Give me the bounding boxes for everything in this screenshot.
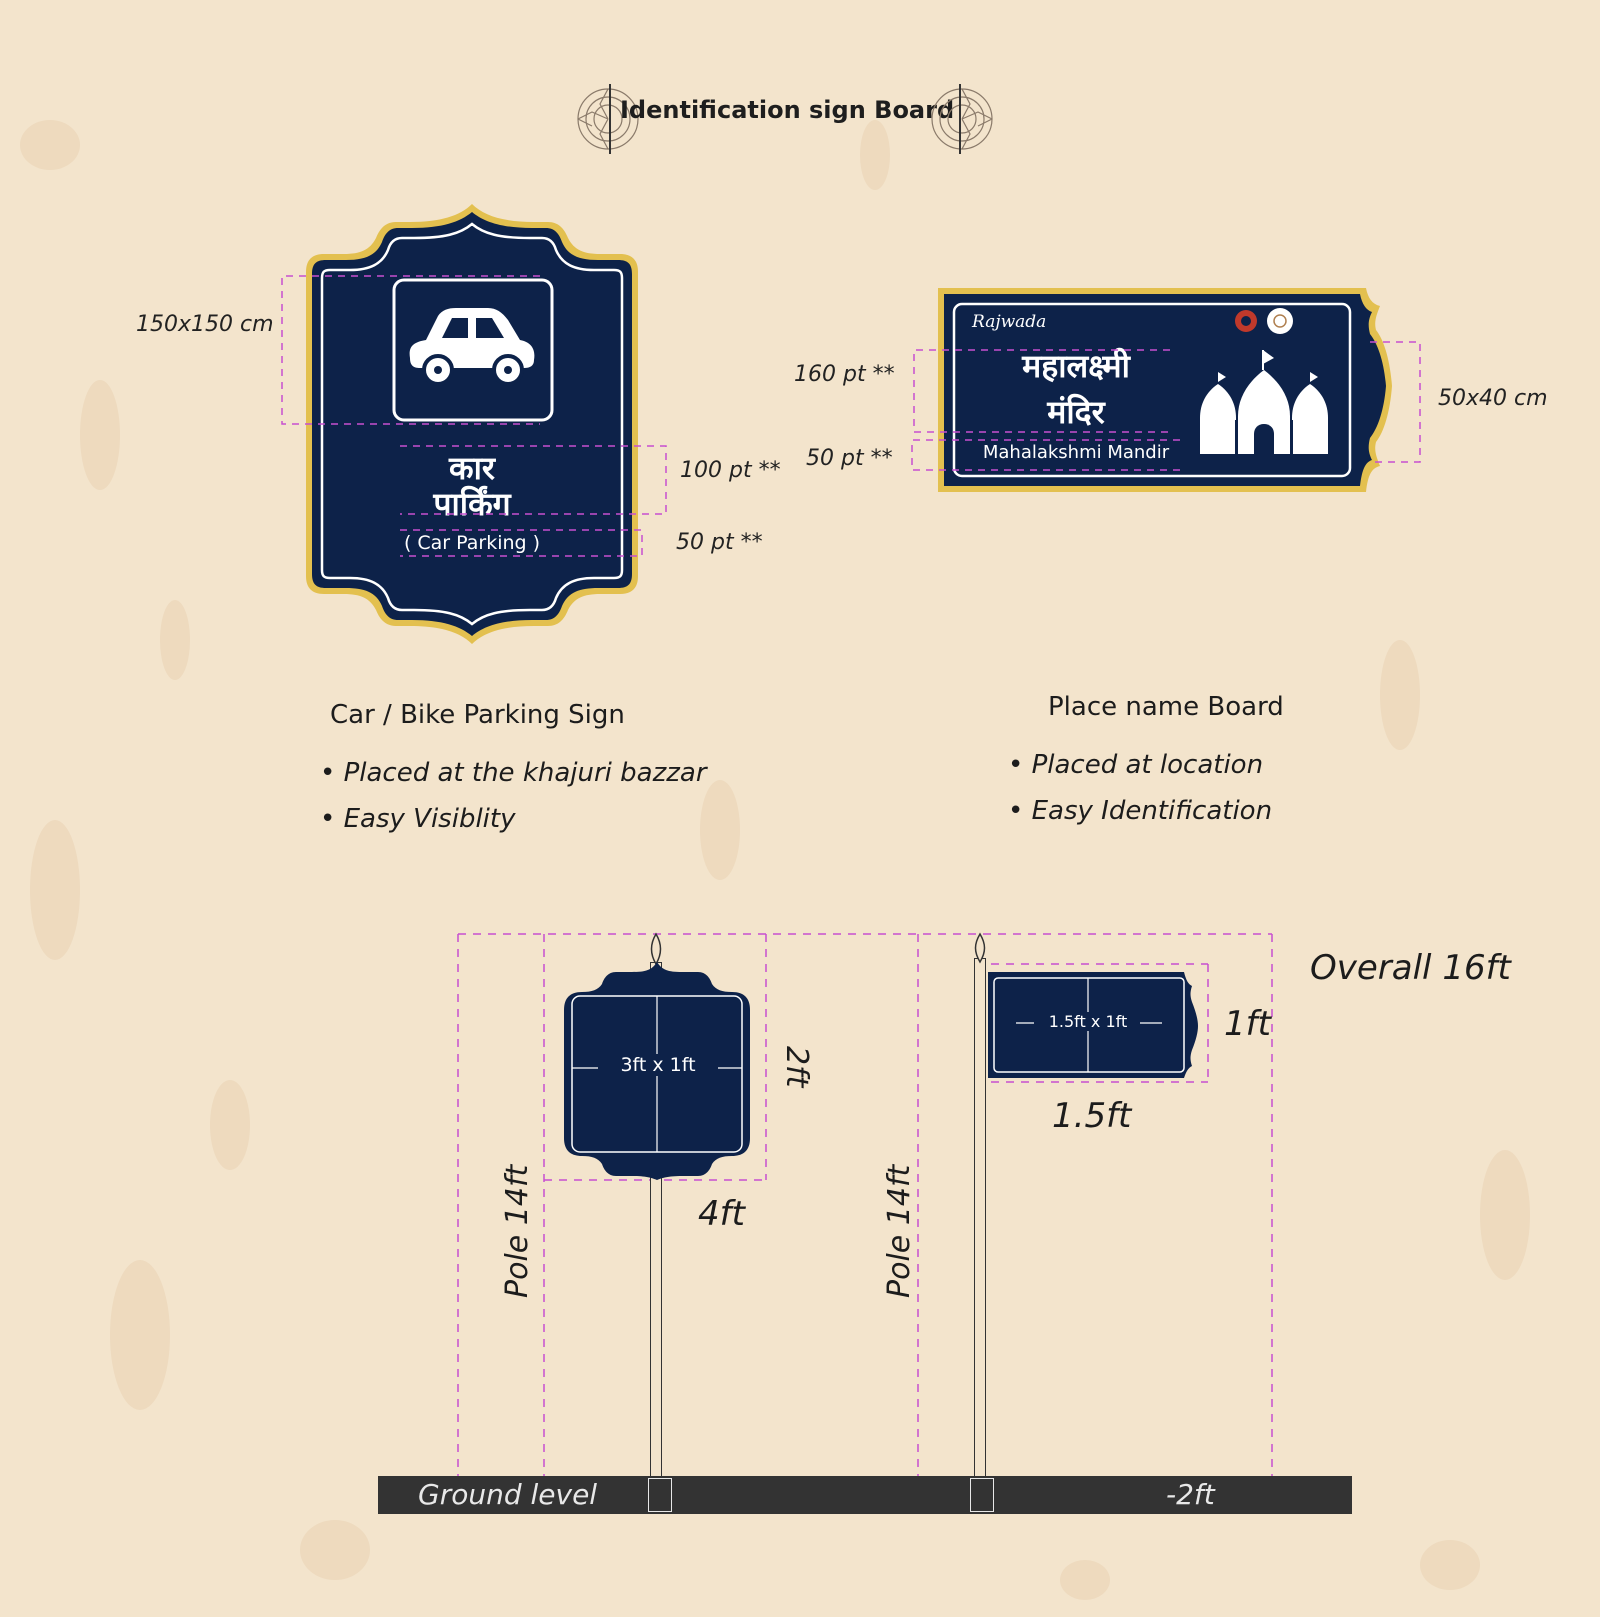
- place-bullet-1: • Placed at location: [1008, 750, 1264, 780]
- emblem-icon: [1235, 308, 1293, 334]
- right-board-label: 1.5ft x 1ft: [1040, 1012, 1136, 1031]
- parking-sign-board: [306, 204, 638, 644]
- right-pole-dim: Pole 14ft: [882, 1164, 917, 1298]
- overall-height-dim: Overall 16ft: [1310, 948, 1511, 988]
- parking-english-label: ( Car Parking ): [403, 532, 541, 554]
- place-hindi-dim: 160 pt **: [794, 362, 895, 387]
- car-icon: [409, 308, 535, 386]
- ground-level-label: Ground level: [418, 1478, 598, 1511]
- left-pole-base: [648, 1478, 672, 1512]
- place-heading: Place name Board: [1048, 692, 1284, 722]
- right-pole-finial-icon: [974, 932, 986, 964]
- mandala-left-icon: [577, 84, 639, 154]
- temple-icon: [1200, 350, 1328, 454]
- parking-bullet-2: • Easy Visiblity: [320, 804, 516, 834]
- right-height-dim: 1ft: [1224, 1004, 1271, 1044]
- place-hindi-line2: मंदिर: [1047, 393, 1105, 431]
- ground-bar: [378, 1476, 1352, 1514]
- mandala-right-icon: [931, 84, 993, 154]
- place-hindi-line1: महालक्ष्मी: [1022, 347, 1130, 385]
- parking-hindi-line2: पार्किंग: [433, 485, 511, 523]
- place-size-dim: 50x40 cm: [1438, 386, 1548, 411]
- parking-heading: Car / Bike Parking Sign: [330, 700, 625, 730]
- parking-english-dim: 50 pt **: [676, 530, 763, 555]
- place-english-dim: 50 pt **: [806, 446, 893, 471]
- page-title: Identification sign Board: [620, 96, 955, 124]
- left-pole-finial-icon: [650, 932, 662, 966]
- place-bullet-2: • Easy Identification: [1008, 796, 1273, 826]
- place-english-label: Mahalakshmi Mandir: [982, 442, 1170, 463]
- left-height-dim: 2ft: [779, 1046, 814, 1088]
- place-brand-logo: Rajwada: [972, 312, 1047, 332]
- parking-hindi-line1: कार: [449, 449, 495, 487]
- left-board-label: 3ft x 1ft: [598, 1054, 718, 1076]
- right-pole-base: [970, 1478, 994, 1512]
- right-width-dim: 1.5ft: [1052, 1096, 1132, 1136]
- right-pole: [974, 958, 986, 1480]
- below-ground-dim: -2ft: [1166, 1478, 1215, 1511]
- parking-hindi-dim: 100 pt **: [680, 458, 781, 483]
- left-pole-dim: Pole 14ft: [500, 1164, 535, 1298]
- left-width-dim: 4ft: [698, 1194, 745, 1234]
- parking-bullet-1: • Placed at the khajuri bazzar: [320, 758, 707, 788]
- parking-size-dim: 150x150 cm: [136, 312, 274, 337]
